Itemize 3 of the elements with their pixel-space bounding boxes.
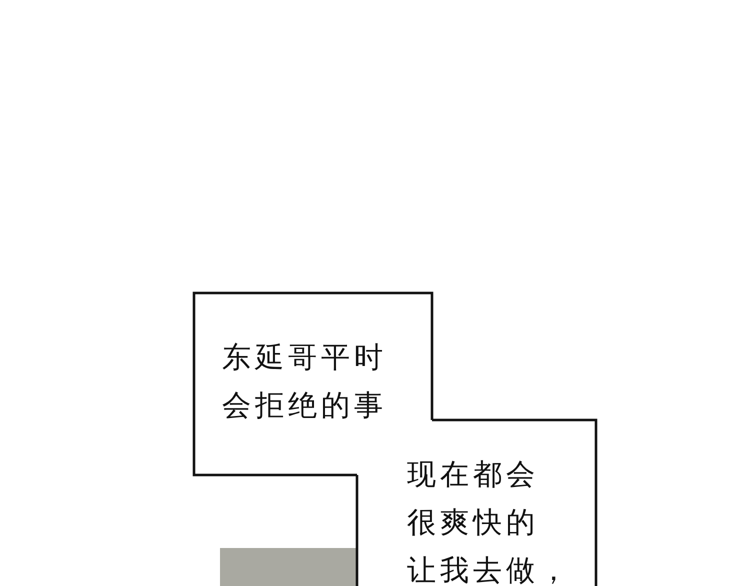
- caption-text: 东延哥平时会拒绝的事: [222, 339, 387, 424]
- caption-box: [357, 420, 596, 586]
- caption-text: 现在都会很爽快的让我去做，: [407, 456, 572, 586]
